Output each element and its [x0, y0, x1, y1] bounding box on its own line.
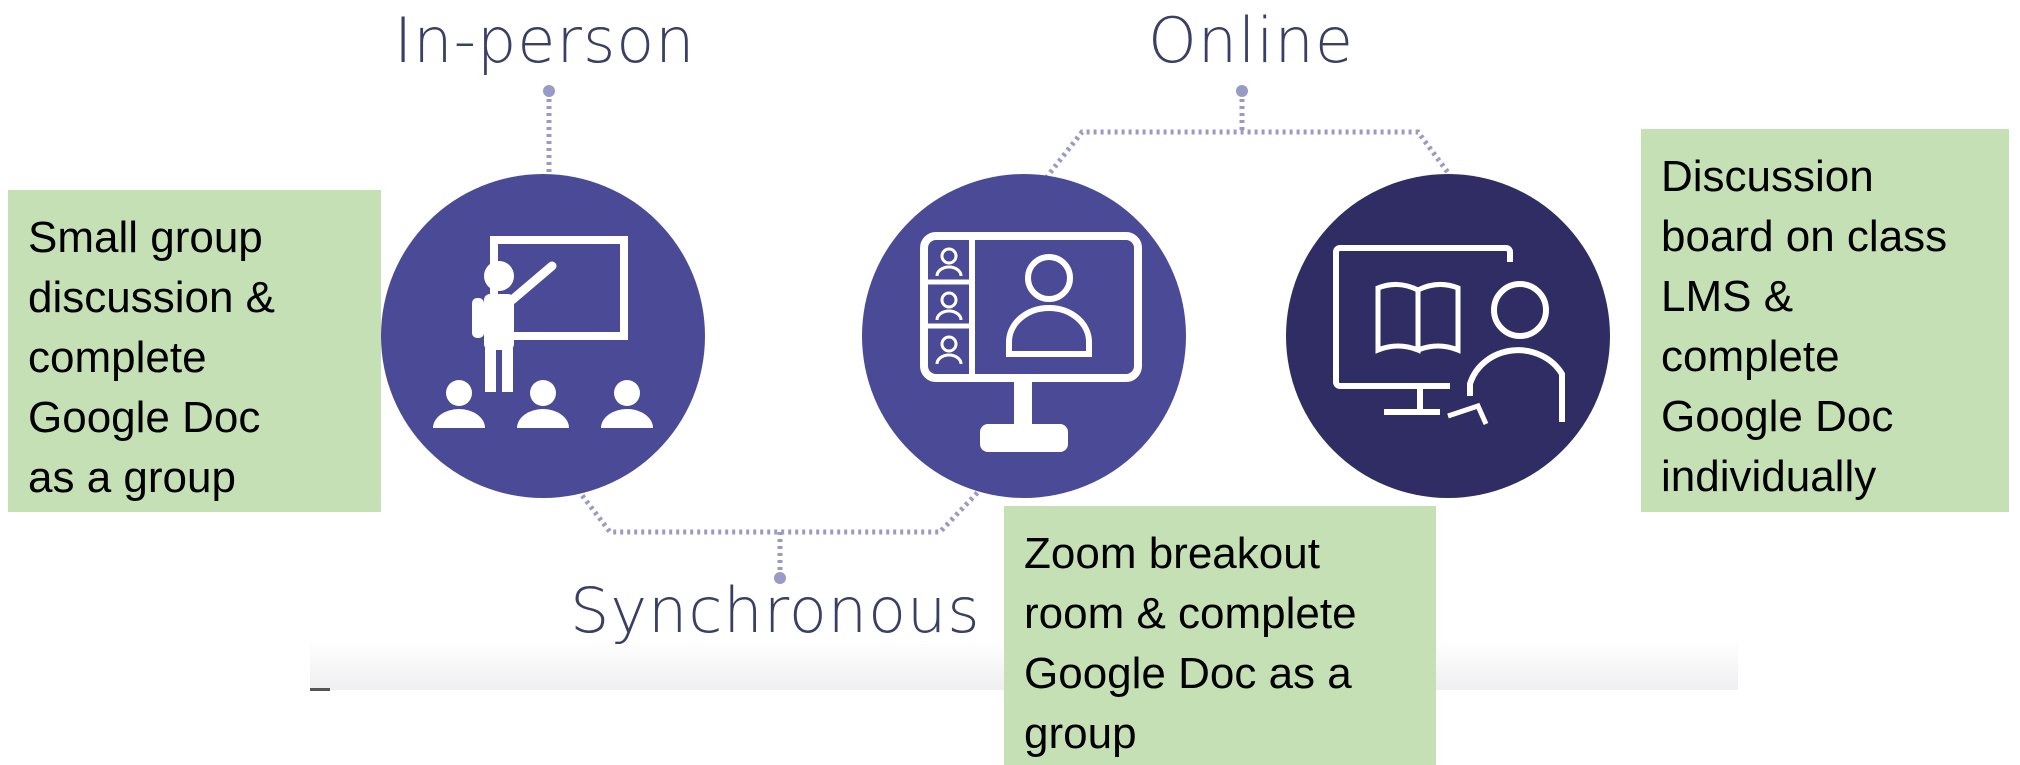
- box-line: Google Doc: [1661, 392, 1894, 441]
- box-line: complete: [28, 333, 207, 382]
- box-line: board on class: [1661, 212, 1948, 261]
- stray-dash-mark: [310, 688, 330, 691]
- box-line: complete: [1661, 332, 1840, 381]
- in-person-dot: [543, 85, 555, 97]
- online-dot: [1236, 85, 1248, 97]
- box-line: Small group: [28, 213, 263, 262]
- connector-lines: [546, 92, 1455, 578]
- box-line: discussion &: [28, 273, 276, 322]
- box-line: Google Doc as a: [1024, 649, 1352, 698]
- online-connector: [1044, 92, 1455, 180]
- synchronous-dot: [774, 572, 786, 584]
- box-line: Google Doc: [28, 393, 261, 442]
- synchronous-online-activity-box: Zoom breakout room & complete Google Doc…: [1004, 506, 1436, 765]
- asynchronous-online-activity-box: Discussion board on class LMS & complete…: [1641, 129, 2009, 512]
- box-line: individually: [1661, 452, 1877, 501]
- online-learner-book-icon: [1286, 174, 1610, 498]
- box-line: room & complete: [1024, 589, 1357, 638]
- connector-dots: [543, 85, 1248, 584]
- video-conference-icon: [862, 174, 1186, 498]
- box-line: LMS &: [1661, 272, 1794, 321]
- synchronous-label: Synchronous: [570, 574, 981, 647]
- online-label: Online: [1148, 4, 1354, 77]
- in-person-activity-box: Small group discussion & complete Google…: [8, 190, 381, 512]
- box-line: Discussion: [1661, 152, 1874, 201]
- box-line: group: [1024, 709, 1137, 758]
- in-person-label: In-person: [394, 4, 696, 77]
- synchronous-connector: [576, 488, 982, 578]
- classroom-teacher-icon: [381, 174, 705, 498]
- box-line: as a group: [28, 453, 236, 502]
- box-line: Zoom breakout: [1024, 529, 1320, 578]
